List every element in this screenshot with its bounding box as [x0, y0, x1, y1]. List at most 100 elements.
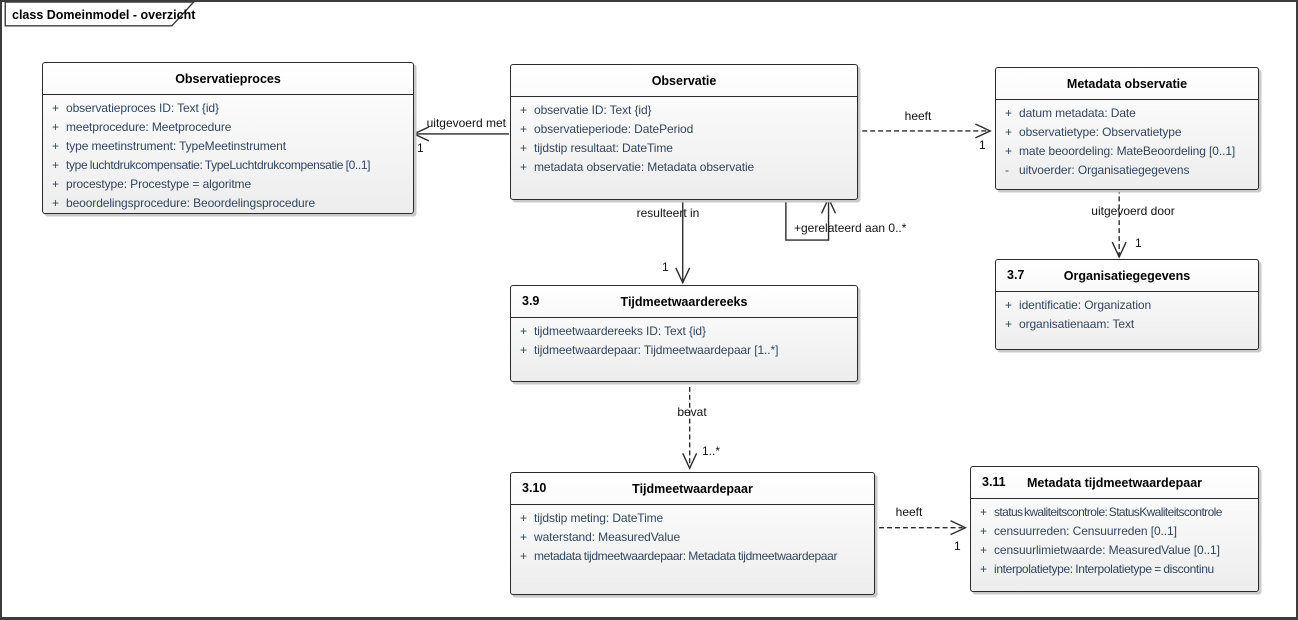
class-number: 3.10	[522, 481, 547, 495]
visibility-marker: +	[1005, 144, 1013, 158]
attribute-row[interactable]: +beoordelingsprocedure: Beoordelingsproc…	[43, 194, 413, 213]
connector-label-bevat[interactable]: bevat	[677, 405, 707, 419]
frame-tab-shape	[4, 2, 195, 27]
attribute-text: observatietype: Observatietype	[1019, 125, 1182, 139]
attribute-row[interactable]: -uitvoerder: Organisatiegegevens	[996, 161, 1258, 180]
attribute-text: observatie ID: Text {id}	[534, 103, 652, 117]
connector-label-uitgevoerd-door[interactable]: uitgevoerd door	[1091, 204, 1175, 218]
connector-label-heeft-top[interactable]: heeft	[904, 109, 932, 123]
attribute-row[interactable]: + observatie ID: Text {id}	[511, 101, 857, 120]
class-name: Observatie	[651, 73, 717, 88]
attribute-row[interactable]: +organisatienaam: Text	[996, 315, 1258, 334]
class-metadata-observatie[interactable]: Metadata observatie +datum metadata: Dat…	[995, 67, 1259, 190]
multiplicity-heeft-bottom[interactable]: 1	[954, 539, 961, 553]
attribute-text: observatieproces ID: Text {id}	[66, 101, 219, 115]
attribute-text: tijdstip resultaat: DateTime	[534, 141, 673, 155]
attribute-row[interactable]: +identificatie: Organization	[996, 296, 1258, 315]
class-name: Tijdmeetwaardepaar	[632, 481, 753, 496]
attribute-row[interactable]: + tijdstip resultaat: DateTime	[511, 139, 857, 158]
class-number: 3.11	[982, 475, 1006, 489]
visibility-marker: +	[980, 505, 988, 519]
class-title-bar: 3.7 Organisatiegegevens	[996, 260, 1258, 292]
class-name: Metadata tijdmeetwaardepaar	[1026, 475, 1203, 490]
connector-label-heeft-bottom[interactable]: heeft	[895, 505, 923, 519]
connector-label-uitgevoerd-met[interactable]: uitgevoerd met	[426, 116, 506, 130]
attribute-row[interactable]: +meetprocedure: Meetprocedure	[43, 118, 413, 137]
connector-heeft-observatie[interactable]	[854, 123, 992, 139]
attribute-compartment: +datum metadata: Date + observatietype: O…	[996, 100, 1258, 180]
visibility-marker: +	[52, 101, 60, 115]
visibility-marker: +	[520, 122, 528, 136]
connector-resulteert-in[interactable]	[675, 198, 691, 285]
attribute-row[interactable]: +observatieperiode: DatePeriod	[511, 120, 857, 139]
attribute-row[interactable]: + type luchtdrukcompensatie: TypeLuchtdru…	[43, 156, 413, 175]
multiplicity-resulteert-in[interactable]: 1	[662, 260, 669, 274]
visibility-marker: +	[520, 324, 528, 338]
multiplicity-heeft-top[interactable]: 1	[979, 138, 986, 152]
attribute-text: mate beoordeling: MateBeoordeling [0..1]	[1019, 144, 1236, 158]
connector-label-resulteert-in[interactable]: resulteert in	[636, 206, 700, 220]
connector-uitgevoerd-door[interactable]	[1111, 188, 1127, 259]
attribute-text: status kwaliteitscontrole: StatusKwalite…	[994, 505, 1222, 519]
visibility-marker: +	[520, 160, 528, 174]
visibility-marker: +	[52, 158, 60, 172]
attribute-compartment: + status kwaliteitscontrole: StatusKwalit…	[971, 499, 1258, 579]
multiplicity-uitgevoerd-door[interactable]: 1	[1135, 236, 1142, 250]
attribute-row[interactable]: + observatietype: Observatietype	[996, 123, 1258, 142]
attribute-text: uitvoerder: Organisatiegegevens	[1019, 163, 1190, 177]
visibility-marker: +	[520, 343, 528, 357]
connector-bevat[interactable]	[682, 378, 698, 470]
attribute-row[interactable]: +interpolatietype: Interpolatietype = di…	[971, 560, 1258, 579]
attribute-text: metadata tijdmeetwaardepaar: Metadata ti…	[534, 549, 838, 563]
attribute-compartment: +identificatie: Organization +organisati…	[996, 292, 1258, 334]
class-observatieproces[interactable]: Observatieproces +observatieproces ID: T…	[42, 62, 414, 214]
visibility-marker: +	[1005, 106, 1013, 120]
attribute-row[interactable]: +procestype: Procestype = algoritme	[43, 175, 413, 194]
visibility-marker: +	[520, 530, 528, 544]
attribute-row[interactable]: +waterstand: MeasuredValue	[511, 528, 874, 547]
class-organisatiegegevens[interactable]: 3.7 Organisatiegegevens +identificatie: …	[995, 259, 1259, 350]
attribute-row[interactable]: +tijdstip meting: DateTime	[511, 509, 874, 528]
visibility-marker: +	[1005, 125, 1013, 139]
attribute-text: type meetinstrument: TypeMeetinstrument	[66, 139, 286, 153]
attribute-row[interactable]: +censuurreden: Censuurreden [0..1]	[971, 522, 1258, 541]
class-name: Metadata observatie	[1066, 76, 1188, 91]
visibility-marker: +	[520, 141, 528, 155]
multiplicity-bevat[interactable]: 1..*	[702, 444, 721, 458]
attribute-row[interactable]: + censuurlimietwaarde: MeasuredValue [0..…	[971, 541, 1258, 560]
class-title-bar: 3.9 Tijdmeetwaardereeks	[511, 286, 857, 318]
class-observatie[interactable]: Observatie + observatie ID: Text {id} +ob…	[510, 64, 858, 200]
visibility-marker: +	[52, 177, 60, 191]
visibility-marker: +	[980, 543, 988, 557]
attribute-text: censuurlimietwaarde: MeasuredValue [0..1…	[994, 543, 1220, 557]
class-tijdmeetwaardereeks[interactable]: 3.9 Tijdmeetwaardereeks +tijdmeetwaarder…	[510, 285, 858, 382]
attribute-row[interactable]: + tijdmeetwaardepaar: Tijdmeetwaardepaar …	[511, 341, 857, 360]
attribute-text: organisatienaam: Text	[1019, 317, 1135, 331]
attribute-row[interactable]: + metadata observatie: Metadata observati…	[511, 158, 857, 177]
attribute-row[interactable]: + status kwaliteitscontrole: StatusKwalit…	[971, 503, 1258, 522]
attribute-text: tijdmeetwaardepaar: Tijdmeetwaardepaar […	[534, 343, 779, 357]
class-number: 3.9	[522, 294, 540, 308]
class-title-bar: Metadata observatie	[996, 68, 1258, 100]
class-metadata-tijdmeetwaardepaar[interactable]: 3.11 Metadata tijdmeetwaardepaar + status…	[970, 466, 1259, 592]
visibility-marker: +	[520, 103, 528, 117]
attribute-row[interactable]: + observatieproces ID: Text {id}	[43, 99, 413, 118]
attribute-text: metadata observatie: Metadata observatie	[534, 160, 755, 174]
class-name: Organisatiegegevens	[1063, 268, 1191, 283]
class-tijdmeetwaardepaar[interactable]: 3.10 Tijdmeetwaardepaar +tijdstip meting…	[510, 472, 875, 595]
attribute-text: type luchtdrukcompensatie: TypeLuchtdruk…	[66, 158, 371, 172]
attribute-row[interactable]: +tijdmeetwaardereeks ID: Text {id}	[511, 322, 857, 341]
multiplicity-uitgevoerd-met[interactable]: 1	[417, 141, 424, 155]
attribute-row[interactable]: + metadata tijdmeetwaardepaar: Metadata t…	[511, 547, 874, 566]
visibility-marker: -	[1005, 163, 1009, 177]
attribute-compartment: + observatie ID: Text {id} +observatieper…	[511, 97, 857, 177]
attribute-row[interactable]: +type meetinstrument: TypeMeetinstrument	[43, 137, 413, 156]
connector-heeft-tijdmeetwaardepaar[interactable]	[871, 520, 968, 536]
attribute-row[interactable]: +datum metadata: Date	[996, 104, 1258, 123]
attribute-row[interactable]: + mate beoordeling: MateBeoordeling [0..1…	[996, 142, 1258, 161]
visibility-marker: +	[520, 549, 528, 563]
visibility-marker: +	[980, 524, 988, 538]
connector-label-gerelateerd-aan[interactable]: +gerelateerd aan 0..*	[794, 221, 907, 235]
attribute-text: interpolatietype: Interpolatietype = dis…	[994, 562, 1214, 576]
